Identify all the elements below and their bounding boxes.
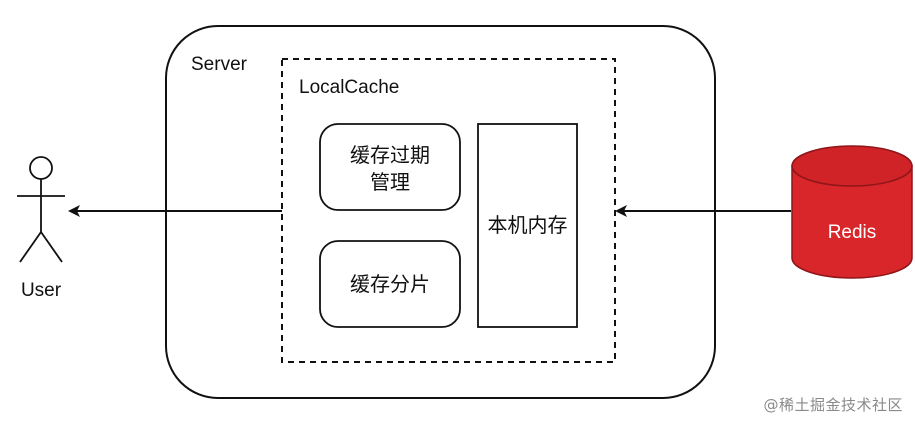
cache-shard-label: 缓存分片 — [350, 273, 430, 296]
local-memory-label: 本机内存 — [488, 214, 568, 237]
redis-cylinder-top — [791, 145, 913, 187]
cache-expiry-label-line1: 缓存过期 — [350, 144, 430, 167]
cache-expiry-label-line2: 管理 — [370, 171, 410, 194]
redis-database-icon — [791, 145, 913, 279]
localcache-label: LocalCache — [299, 77, 399, 98]
user-label: User — [21, 280, 62, 301]
local-memory-box — [477, 123, 578, 328]
redis-label: Redis — [828, 222, 877, 243]
watermark: @稀土掘金技术社区 — [763, 396, 903, 414]
server-label: Server — [191, 54, 248, 75]
redis-cylinder-body — [791, 165, 913, 279]
cache-shard-box — [319, 240, 461, 328]
cache-expiry-box — [319, 123, 461, 211]
user-icon — [17, 156, 65, 263]
